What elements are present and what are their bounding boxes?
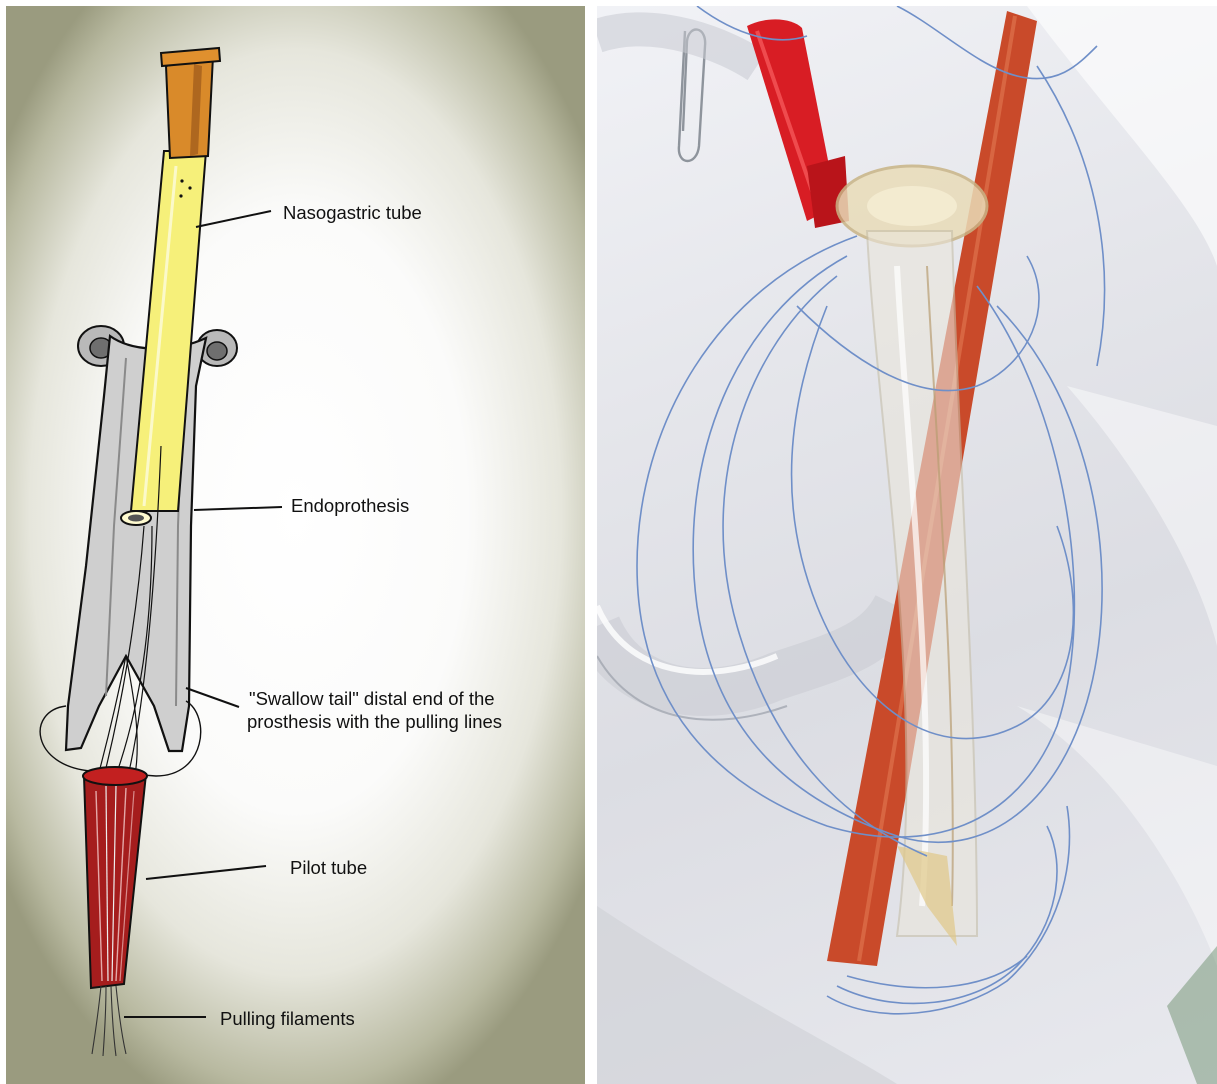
label-swallow-tail-line1: "Swallow tail" distal end of the: [249, 688, 495, 709]
endoprosthesis-drawing: [40, 326, 237, 776]
leader-line-nasogastric: [196, 211, 271, 227]
pilot-tube-drawing: [83, 767, 147, 988]
device-photo-panel: [597, 6, 1217, 1084]
schematic-drawing-panel: Nasogastric tube Endoprothesis "Swallow …: [6, 6, 585, 1084]
schematic-drawing: Nasogastric tube Endoprothesis "Swallow …: [6, 6, 585, 1084]
clear-tube-coil: [597, 29, 897, 719]
label-pulling-filaments: Pulling filaments: [220, 1008, 355, 1029]
label-endoprosthesis: Endoprothesis: [291, 495, 409, 516]
leader-line-endoprosthesis: [194, 507, 282, 510]
leader-line-pilot-tube: [146, 866, 266, 879]
label-swallow-tail-line2: prosthesis with the pulling lines: [247, 711, 502, 732]
tube-cap-drawing: [161, 48, 220, 158]
red-tube-cap: [747, 19, 849, 228]
device-photo: [597, 6, 1217, 1084]
label-pilot-tube: Pilot tube: [290, 857, 367, 878]
label-nasogastric-tube: Nasogastric tube: [283, 202, 422, 223]
pulling-filaments-drawing: [92, 986, 126, 1056]
leader-line-swallow-tail: [186, 688, 239, 707]
